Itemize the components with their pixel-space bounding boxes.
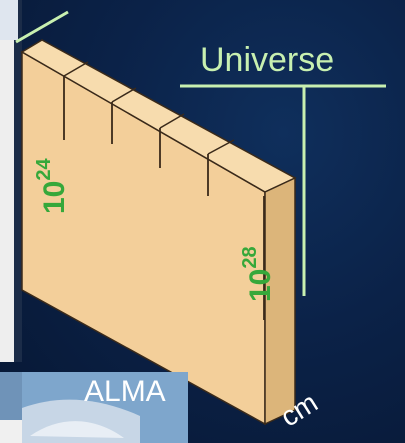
ruler-front-ticks (63, 76, 265, 320)
top-tick (63, 61, 89, 77)
alma-image (0, 372, 188, 443)
ruler-side-face (264, 176, 296, 426)
scale-24-base: 10 (38, 180, 71, 214)
ruler-top-ticks (63, 61, 235, 155)
left-panel-upper (0, 0, 18, 40)
alma-label: ALMA (84, 375, 166, 408)
alma-image-border (0, 420, 22, 443)
scale-28-power: 28 (239, 246, 261, 269)
scale-label-10-24: 1024 (33, 158, 72, 214)
left-panel-shadow (14, 0, 22, 362)
scale-28-base: 10 (244, 268, 277, 302)
universe-callout (180, 84, 386, 296)
top-tick (159, 113, 185, 129)
top-tick (111, 87, 137, 103)
scale-24-power: 24 (33, 158, 55, 181)
left-panel (0, 0, 14, 362)
top-tick (207, 139, 235, 155)
alma-image-cloud (30, 421, 124, 438)
top-left-pointer (15, 10, 69, 44)
scale-label-10-28: 1028 (239, 246, 278, 302)
universe-label: Universe (200, 41, 335, 79)
